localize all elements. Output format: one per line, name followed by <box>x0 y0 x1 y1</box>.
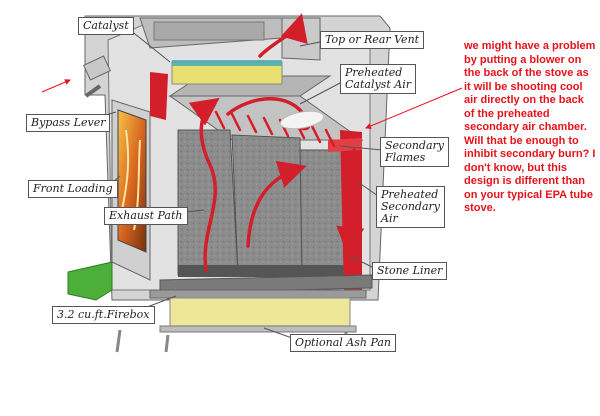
label-top-or-rear-vent: Top or Rear Vent <box>320 31 425 49</box>
label-exhaust-path: Exhaust Path <box>104 207 188 225</box>
secondary-air-jets <box>214 110 336 148</box>
ash-lip <box>67 261 373 301</box>
label-catalyst: Catalyst <box>78 17 134 35</box>
label-stone-liner: Stone Liner <box>372 262 448 280</box>
label-preheated-catalyst-air: Preheated Catalyst Air <box>340 64 416 94</box>
label-firebox: 3.2 cu.ft.Firebox <box>52 306 155 324</box>
label-optional-ash-pan: Optional Ash Pan <box>290 334 396 352</box>
label-secondary-flames: Secondary Flames <box>380 137 449 167</box>
annotation-arrows <box>41 79 463 129</box>
label-preheated-secondary-air: Preheated Secondary Air <box>376 186 445 228</box>
annotation-note: we might have a problem by putting a blo… <box>464 40 596 214</box>
secondary-flame-glow <box>279 110 325 130</box>
ash-pan <box>149 289 367 333</box>
bypass-lever <box>82 55 112 98</box>
label-front-loading: Front Loading <box>28 180 118 198</box>
label-bypass-lever: Bypass Lever <box>26 114 111 132</box>
front-door <box>111 99 151 281</box>
